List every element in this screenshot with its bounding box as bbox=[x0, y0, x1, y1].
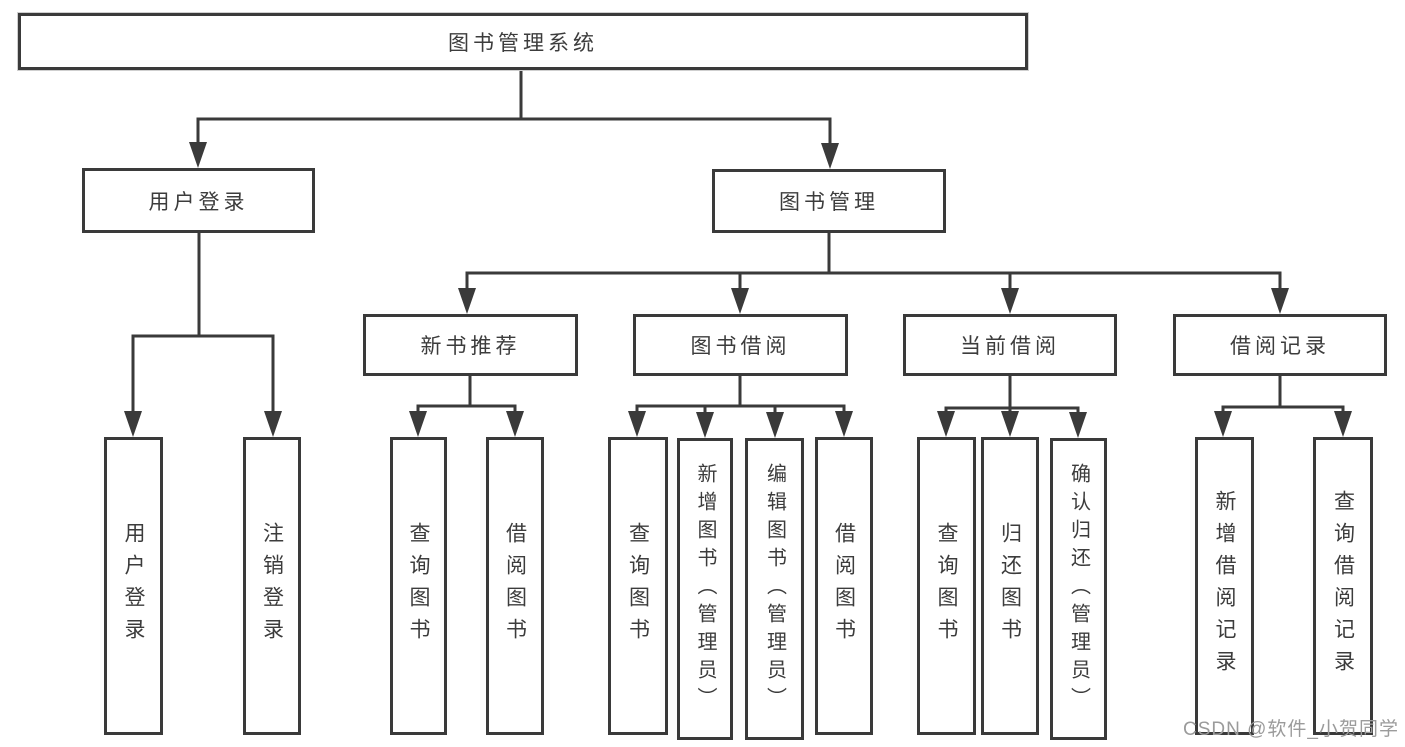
leaf-edit-book-admin-label: 编辑图书（管理员） bbox=[763, 463, 786, 715]
node-book-borrow: 图书借阅 bbox=[633, 314, 848, 376]
node-root-label: 图书管理系统 bbox=[448, 31, 598, 55]
leaf-query-borrow-record-label: 查询借阅记录 bbox=[1331, 490, 1355, 682]
leaf-query-borrow-record: 查询借阅记录 bbox=[1313, 437, 1373, 735]
leaf-query-book-borrow-label: 查询图书 bbox=[626, 522, 650, 650]
leaf-logout: 注销登录 bbox=[243, 437, 301, 735]
node-new-book-recommend-label: 新书推荐 bbox=[420, 335, 521, 358]
node-root: 图书管理系统 bbox=[17, 12, 1029, 71]
leaf-return-book-label: 归还图书 bbox=[998, 522, 1022, 650]
leaf-query-book-borrow: 查询图书 bbox=[608, 437, 668, 735]
node-user-login: 用户登录 bbox=[82, 168, 315, 233]
node-book-borrow-label: 图书借阅 bbox=[690, 335, 791, 358]
node-borrow-records: 借阅记录 bbox=[1173, 314, 1387, 376]
leaf-query-book-current-label: 查询图书 bbox=[935, 522, 958, 650]
leaf-borrow-book-borrow-label: 借阅图书 bbox=[832, 522, 856, 650]
leaf-borrow-book-recommend: 借阅图书 bbox=[486, 437, 544, 735]
leaf-borrow-book-recommend-label: 借阅图书 bbox=[503, 522, 527, 650]
leaf-logout-label: 注销登录 bbox=[260, 522, 284, 650]
leaf-return-book: 归还图书 bbox=[981, 437, 1039, 735]
node-current-borrow-label: 当前借阅 bbox=[960, 335, 1060, 358]
watermark: CSDN @软件_小贺同学 bbox=[1183, 719, 1399, 740]
node-new-book-recommend: 新书推荐 bbox=[363, 314, 578, 376]
node-book-mgmt: 图书管理 bbox=[712, 169, 946, 233]
leaf-user-login: 用户登录 bbox=[104, 437, 163, 735]
node-book-mgmt-label: 图书管理 bbox=[779, 191, 879, 214]
leaf-add-book-admin-label: 新增图书（管理员） bbox=[694, 463, 716, 715]
leaf-query-book-recommend-label: 查询图书 bbox=[407, 522, 430, 650]
leaf-confirm-return-admin-label: 确认归还（管理员） bbox=[1067, 463, 1090, 715]
leaf-add-borrow-record-label: 新增借阅记录 bbox=[1213, 490, 1236, 682]
leaf-edit-book-admin: 编辑图书（管理员） bbox=[745, 438, 804, 740]
leaf-user-login-label: 用户登录 bbox=[122, 522, 145, 650]
node-borrow-records-label: 借阅记录 bbox=[1230, 335, 1330, 358]
node-current-borrow: 当前借阅 bbox=[903, 314, 1117, 376]
leaf-query-book-current: 查询图书 bbox=[917, 437, 976, 735]
leaf-add-borrow-record: 新增借阅记录 bbox=[1195, 437, 1254, 735]
leaf-confirm-return-admin: 确认归还（管理员） bbox=[1050, 438, 1107, 740]
node-user-login-label: 用户登录 bbox=[148, 190, 249, 214]
leaf-borrow-book-borrow: 借阅图书 bbox=[815, 437, 873, 735]
leaf-add-book-admin: 新增图书（管理员） bbox=[677, 438, 733, 740]
leaf-query-book-recommend: 查询图书 bbox=[390, 437, 447, 735]
